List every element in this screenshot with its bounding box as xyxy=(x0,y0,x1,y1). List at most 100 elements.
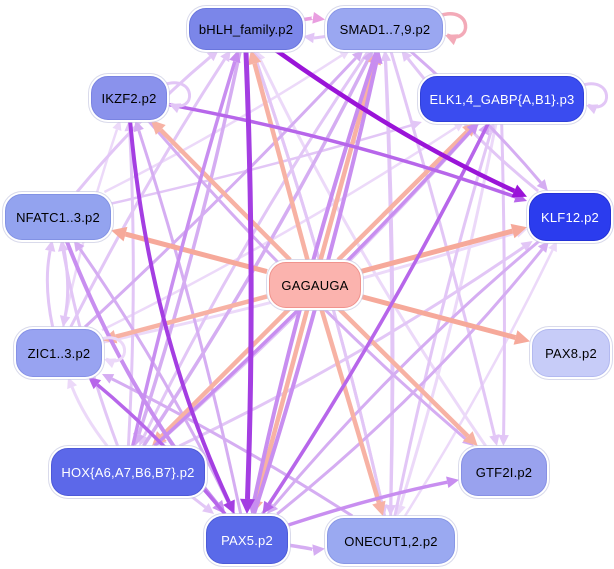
edge-arrowhead xyxy=(102,373,115,384)
edge-arrowhead xyxy=(513,330,530,345)
node-pax8[interactable]: PAX8.p2 xyxy=(532,329,610,377)
edge-arrowhead xyxy=(489,434,500,446)
node-label: KLF12.p2 xyxy=(541,209,599,225)
edge-arrowhead xyxy=(466,122,480,135)
edge-line xyxy=(403,249,554,517)
edge-line xyxy=(360,228,514,274)
node-elk[interactable]: ELK1,4_GABP{A,B1}.p3 xyxy=(420,76,584,122)
node-label: NFATC1..3.p2 xyxy=(16,209,100,225)
edge-arrowhead xyxy=(220,50,231,63)
edge-arrowhead xyxy=(262,500,274,514)
node-pax5[interactable]: PAX5.p2 xyxy=(206,516,288,564)
edge-line xyxy=(267,121,491,505)
edge-line xyxy=(313,35,326,40)
node-gagauga[interactable]: GAGAUGA xyxy=(269,262,361,308)
edge-line xyxy=(142,49,371,437)
edge-arrowhead xyxy=(303,32,315,44)
edge-line xyxy=(318,307,382,504)
edge-line xyxy=(128,119,231,504)
edge-arrowhead xyxy=(445,34,459,46)
node-zic[interactable]: ZIC1..3.p2 xyxy=(16,329,102,377)
edge-arrowhead xyxy=(510,223,527,239)
edge-line xyxy=(389,49,496,436)
edge-arrowhead xyxy=(59,315,71,327)
node-label: HOX{A6,A7,B6,B7}.p2 xyxy=(61,464,195,480)
edge-arrowhead xyxy=(150,120,166,135)
node-label: GTF2I.p2 xyxy=(475,464,533,480)
edge-line xyxy=(383,49,394,506)
edge-arrowhead xyxy=(202,503,215,514)
edge-line xyxy=(126,130,135,447)
edge-line xyxy=(274,48,516,193)
edge-line xyxy=(137,49,243,436)
node-nfatc[interactable]: NFATC1..3.p2 xyxy=(5,194,111,240)
edge-line xyxy=(287,480,448,527)
node-label: ZIC1..3.p2 xyxy=(27,345,91,361)
edge-arrowhead xyxy=(88,377,102,390)
node-label: PAX8.p2 xyxy=(545,345,597,361)
edge-arrowhead xyxy=(247,50,262,66)
edge-arrowhead xyxy=(536,179,548,191)
edge-arrowhead xyxy=(586,104,599,115)
edge-arrowhead xyxy=(67,377,78,390)
node-label: ELK1,4_GABP{A,B1}.p3 xyxy=(429,91,575,107)
node-hox[interactable]: HOX{A6,A7,B6,B7}.p2 xyxy=(51,448,205,496)
node-onecut[interactable]: ONECUT1,2.p2 xyxy=(327,518,455,564)
edge-line xyxy=(360,294,517,340)
edge-arrowhead xyxy=(462,431,478,446)
edge-arrowhead xyxy=(104,358,117,369)
edge-line xyxy=(114,294,268,339)
edge-arrowhead xyxy=(169,103,182,114)
edge-arrowhead xyxy=(312,544,325,556)
edge-line xyxy=(160,306,292,438)
edge-arrowhead xyxy=(152,431,167,446)
node-ikzf2[interactable]: IKZF2.p2 xyxy=(91,76,167,120)
edge-arrowhead xyxy=(229,50,241,64)
edge-arrowhead xyxy=(401,50,413,62)
edge-line xyxy=(110,123,413,205)
edge-line xyxy=(500,121,506,436)
edge-arrowhead xyxy=(312,12,325,24)
node-klf12[interactable]: KLF12.p2 xyxy=(529,193,611,241)
edge-line xyxy=(318,62,377,261)
edge-arrowhead xyxy=(537,241,549,253)
edge-arrowhead xyxy=(520,241,533,252)
edge-arrowhead xyxy=(511,184,527,198)
edge-arrowhead xyxy=(112,120,122,131)
edge-arrowhead xyxy=(385,504,396,516)
node-bhlh[interactable]: bHLH_family.p2 xyxy=(189,8,303,50)
edge-arrowhead xyxy=(453,122,465,132)
edge-arrowhead xyxy=(223,499,235,514)
node-label: PAX5.p2 xyxy=(221,532,273,548)
node-label: ONECUT1,2.p2 xyxy=(344,533,438,549)
edge-line xyxy=(70,386,109,447)
edge-line xyxy=(189,494,207,509)
edge-arrowhead xyxy=(239,498,255,514)
node-label: SMAD1..7,9.p2 xyxy=(339,21,431,37)
node-gtf2i[interactable]: GTF2I.p2 xyxy=(461,448,547,496)
edge-line xyxy=(252,62,310,261)
edge-line xyxy=(45,250,55,328)
node-label: IKZF2.p2 xyxy=(101,90,157,106)
edge-arrowhead xyxy=(206,50,219,62)
edge-line xyxy=(302,16,316,22)
edge-arrowhead xyxy=(133,120,144,133)
edge-line xyxy=(336,130,469,262)
edge-arrowhead xyxy=(111,226,128,242)
edge-arrowhead xyxy=(44,240,56,252)
edge-line xyxy=(131,60,237,447)
edge-arrowhead xyxy=(498,434,509,446)
node-smad[interactable]: SMAD1..7,9.p2 xyxy=(327,8,443,50)
edge-line xyxy=(287,543,316,552)
edge-arrowhead xyxy=(446,476,459,488)
edge-line xyxy=(101,126,457,332)
edge-line xyxy=(178,245,525,448)
edge-arrowhead xyxy=(351,50,364,62)
node-label: GAGAUGA xyxy=(281,277,349,293)
edge-line xyxy=(69,58,226,328)
edge-arrowhead xyxy=(372,500,386,516)
edge-arrowhead xyxy=(58,240,69,252)
edge-line xyxy=(142,59,370,447)
